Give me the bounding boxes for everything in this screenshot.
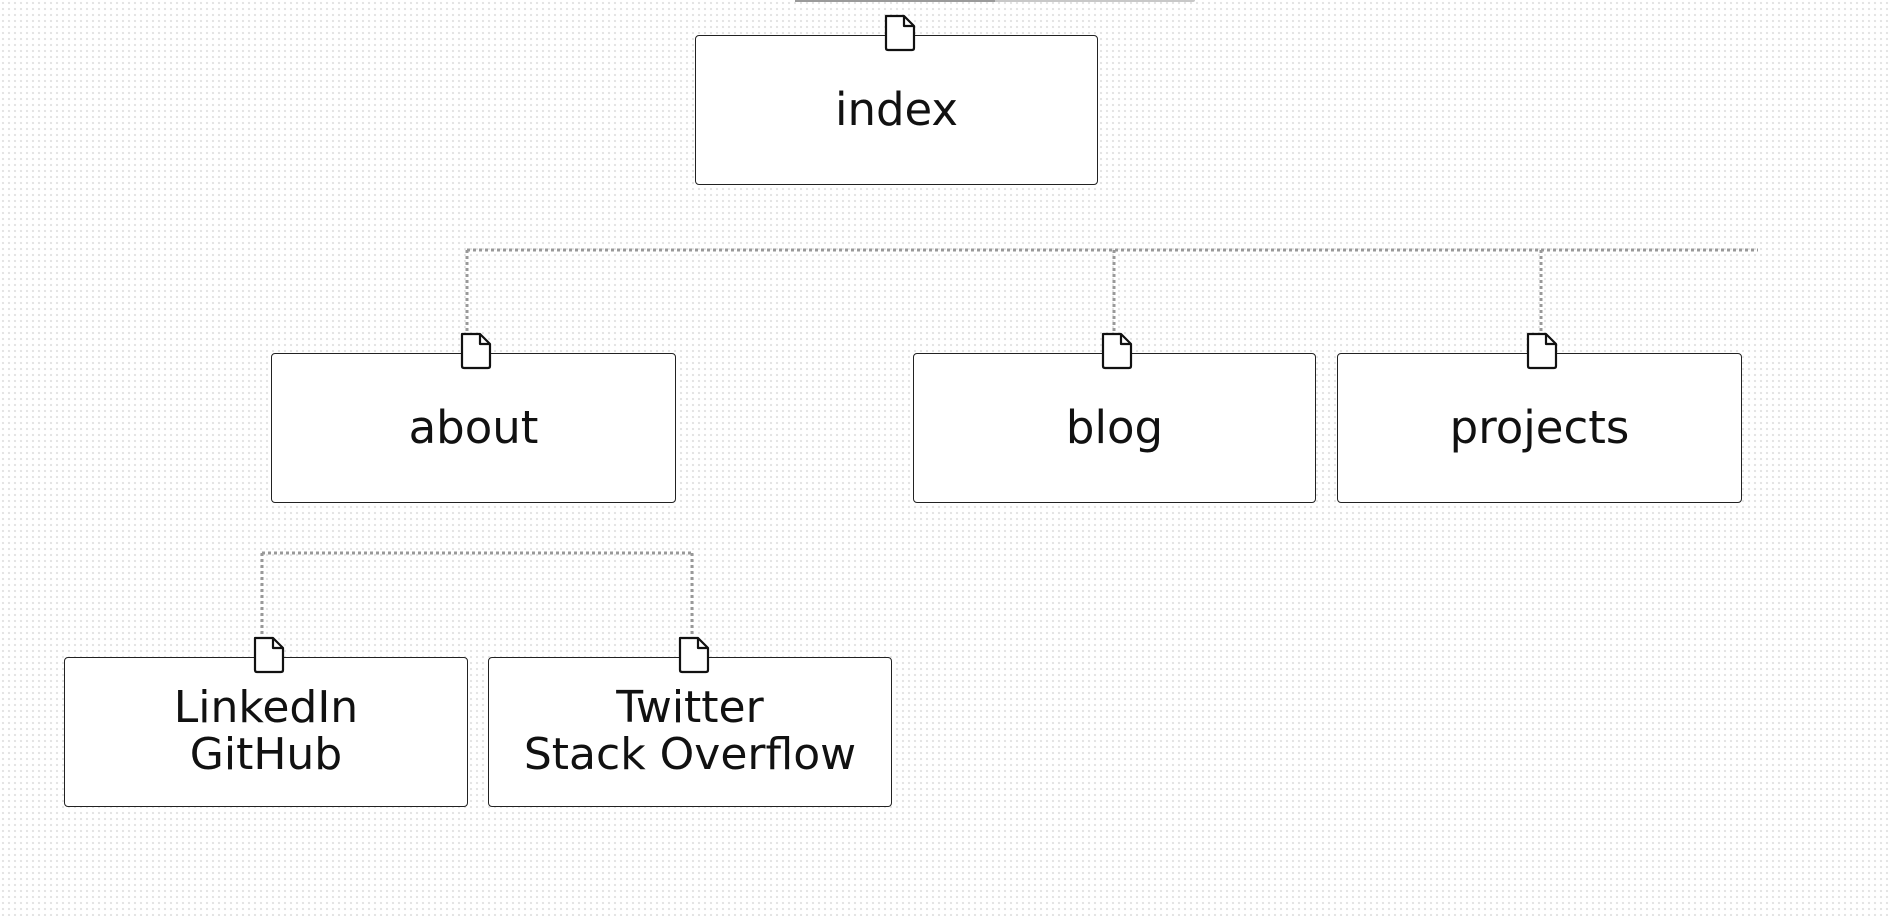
canvas-top-tab[interactable] xyxy=(795,0,1195,2)
node-blog[interactable]: blog xyxy=(913,353,1316,503)
node-index-label: index xyxy=(834,83,959,137)
node-blog-label-line-1: blog xyxy=(1065,401,1164,455)
node-projects[interactable]: projects xyxy=(1337,353,1742,503)
document-icon xyxy=(460,332,492,370)
document-icon xyxy=(884,14,916,52)
node-about[interactable]: about xyxy=(271,353,676,503)
node-projects-label: projects xyxy=(1449,401,1630,455)
node-about-label: about xyxy=(408,401,539,455)
node-linkedin-github[interactable]: LinkedIn GitHub xyxy=(64,657,468,807)
node-index[interactable]: index xyxy=(695,35,1098,185)
node-linkedin-github-label-line-1: LinkedIn xyxy=(173,682,359,734)
canvas-top-tab-active[interactable] xyxy=(795,0,995,2)
node-twitter-stackoverflow[interactable]: Twitter Stack Overflow xyxy=(488,657,892,807)
node-twitter-stackoverflow-label-line-2: Stack Overflow xyxy=(523,729,857,780)
document-icon xyxy=(253,636,285,674)
node-twitter-stackoverflow-label-line-1: Twitter xyxy=(616,682,764,734)
document-icon xyxy=(678,636,710,674)
node-twitter-stackoverflow-label: Twitter Stack Overflow xyxy=(524,685,856,778)
node-index-label-line-1: index xyxy=(834,83,959,137)
node-projects-label-line-1: projects xyxy=(1449,401,1630,455)
node-about-label-line-1: about xyxy=(408,401,539,455)
node-linkedin-github-label-line-2: GitHub xyxy=(189,729,343,780)
document-icon xyxy=(1101,332,1133,370)
document-icon xyxy=(1526,332,1558,370)
node-linkedin-github-label: LinkedIn GitHub xyxy=(174,685,358,778)
node-blog-label: blog xyxy=(1065,401,1164,455)
